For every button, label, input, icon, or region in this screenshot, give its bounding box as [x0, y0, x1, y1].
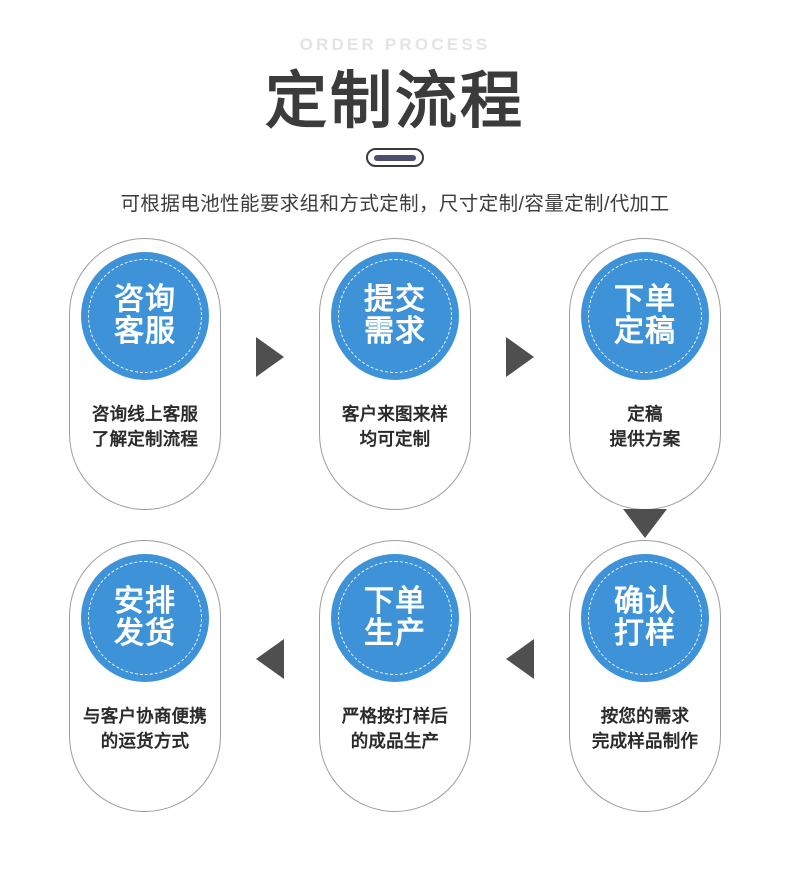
step-circle-label-5-line2: 生产 — [364, 617, 426, 651]
flow-row-top: 咨询 客服 咨询线上客服 了解定制流程 提交 需求 客户来图来样 均可定制 — [0, 238, 790, 511]
step-caption-1-line1: 咨询线上客服 — [91, 404, 199, 425]
step-circle-label-3: 下单 定稿 — [614, 283, 676, 349]
arrow-5-to-6 — [221, 638, 319, 679]
arrow-down-icon — [623, 509, 667, 539]
step-circle-label-2: 提交 需求 — [364, 283, 426, 349]
arrow-spacer — [123, 509, 623, 538]
step-circle-3: 下单 定稿 — [581, 252, 709, 381]
step-circle-1: 咨询 客服 — [81, 252, 209, 381]
step-circle-label-1-line2: 客服 — [114, 315, 176, 349]
step-circle-label-6: 安排 发货 — [114, 585, 176, 651]
step-circle-label-6-line1: 安排 — [114, 585, 176, 619]
step-caption-6: 与客户协商便携 的运货方式 — [83, 704, 207, 752]
step-circle-label-3-line1: 下单 — [614, 283, 676, 317]
arrow-4-to-5 — [471, 638, 569, 679]
process-step-card-4[interactable]: 确认 打样 按您的需求 完成样品制作 — [569, 540, 721, 813]
step-caption-4-line1: 按您的需求 — [600, 706, 690, 727]
step-circle-label-1-line1: 咨询 — [114, 283, 176, 317]
step-caption-4-line2: 完成样品制作 — [591, 730, 699, 751]
arrow-2-to-3 — [471, 336, 569, 377]
eyebrow-text: ORDER PROCESS — [299, 35, 491, 54]
process-step-card-2[interactable]: 提交 需求 客户来图来样 均可定制 — [319, 238, 471, 511]
step-circle-label-5: 下单 生产 — [364, 585, 426, 651]
step-circle-label-4-line2: 打样 — [614, 617, 676, 651]
step-caption-5: 严格按打样后 的成品生产 — [342, 704, 448, 752]
step-circle-label-6-line2: 发货 — [114, 617, 176, 651]
step-circle-6: 安排 发货 — [81, 554, 209, 683]
flow-row-bottom: 安排 发货 与客户协商便携 的运货方式 下单 生产 严格按打样后 的成品生产 — [0, 540, 790, 813]
title-divider-bar — [374, 154, 416, 161]
step-circle-label-4-line1: 确认 — [614, 585, 676, 619]
step-caption-4: 按您的需求 完成样品制作 — [592, 704, 698, 752]
step-circle-label-5-line1: 下单 — [364, 585, 426, 619]
step-circle-label-2-line2: 需求 — [364, 315, 426, 349]
arrow-1-to-2 — [221, 336, 319, 377]
arrow-right-icon — [506, 336, 534, 377]
page-title: 定制流程 — [264, 67, 525, 136]
process-flow: 咨询 客服 咨询线上客服 了解定制流程 提交 需求 客户来图来样 均可定制 — [0, 238, 790, 813]
process-step-card-6[interactable]: 安排 发货 与客户协商便携 的运货方式 — [69, 540, 221, 813]
step-caption-3-line1: 定稿 — [627, 404, 663, 425]
title-divider-pill — [366, 148, 424, 168]
arrow-right-icon — [256, 336, 284, 377]
step-caption-6-line1: 与客户协商便携 — [83, 706, 207, 727]
step-caption-5-line2: 的成品生产 — [350, 730, 440, 751]
step-circle-label-3-line2: 定稿 — [614, 315, 676, 349]
step-circle-label-2-line1: 提交 — [364, 283, 426, 317]
page-subtitle: 可根据电池性能要求组和方式定制，尺寸定制/容量定制/代加工 — [120, 193, 670, 216]
step-circle-5: 下单 生产 — [331, 554, 459, 683]
step-circle-label-4: 确认 打样 — [614, 585, 676, 651]
step-caption-2: 客户来图来样 均可定制 — [342, 402, 448, 450]
step-caption-5-line1: 严格按打样后 — [341, 706, 449, 727]
arrow-3-to-4 — [0, 509, 790, 539]
process-step-card-5[interactable]: 下单 生产 严格按打样后 的成品生产 — [319, 540, 471, 813]
arrow-left-icon — [256, 638, 284, 679]
step-circle-label-1: 咨询 客服 — [114, 283, 176, 349]
process-step-card-1[interactable]: 咨询 客服 咨询线上客服 了解定制流程 — [69, 238, 221, 511]
step-caption-3: 定稿 提供方案 — [610, 402, 681, 450]
step-caption-2-line2: 均可定制 — [359, 428, 431, 449]
page-header: ORDER PROCESS 定制流程 可根据电池性能要求组和方式定制，尺寸定制/… — [0, 0, 790, 216]
process-step-card-3[interactable]: 下单 定稿 定稿 提供方案 — [569, 238, 721, 511]
step-caption-3-line2: 提供方案 — [609, 428, 681, 449]
step-circle-2: 提交 需求 — [331, 252, 459, 381]
step-caption-2-line1: 客户来图来样 — [341, 404, 449, 425]
step-caption-1-line2: 了解定制流程 — [91, 428, 199, 449]
arrow-left-icon — [506, 638, 534, 679]
step-caption-6-line2: 的运货方式 — [100, 730, 190, 751]
step-caption-1: 咨询线上客服 了解定制流程 — [92, 402, 198, 450]
step-circle-4: 确认 打样 — [581, 554, 709, 683]
